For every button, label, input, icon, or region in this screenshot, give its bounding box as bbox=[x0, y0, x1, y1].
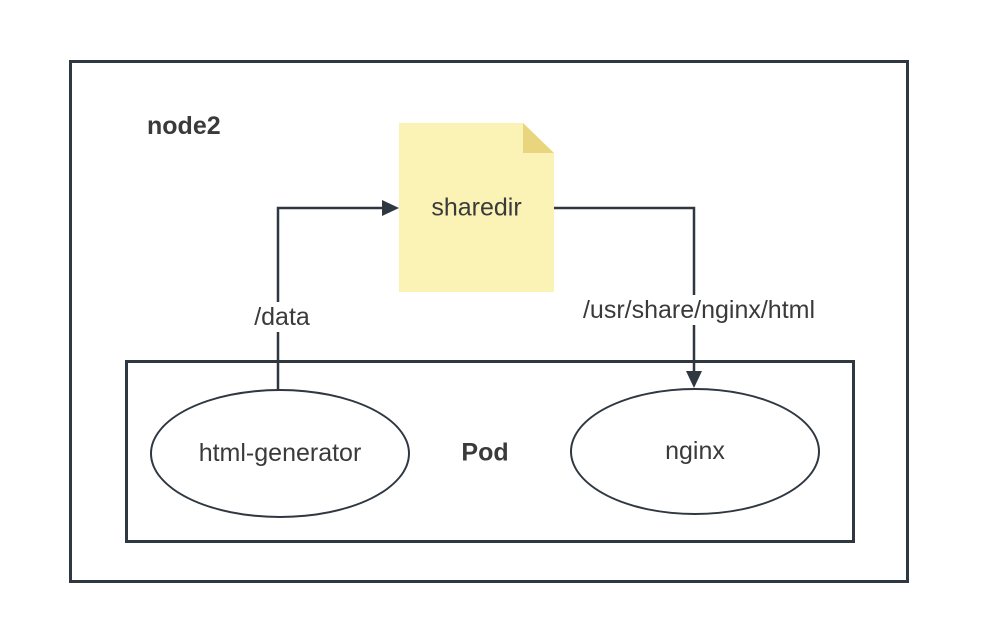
sharedir-note: sharedir bbox=[399, 123, 554, 292]
mount-label-nginx-html: /usr/share/nginx/html bbox=[580, 295, 818, 325]
pod-label: Pod bbox=[461, 438, 509, 467]
container-ellipse-html-generator: html-generator bbox=[150, 389, 410, 518]
sharedir-label: sharedir bbox=[431, 193, 522, 221]
nginx-label: nginx bbox=[665, 437, 725, 465]
html-generator-label: html-generator bbox=[198, 439, 362, 467]
note-folded-corner-icon bbox=[523, 123, 554, 153]
node-label: node2 bbox=[147, 112, 221, 140]
node-boundary bbox=[69, 60, 909, 583]
container-ellipse-nginx: nginx bbox=[570, 388, 820, 515]
mount-label-data: /data bbox=[252, 302, 312, 332]
